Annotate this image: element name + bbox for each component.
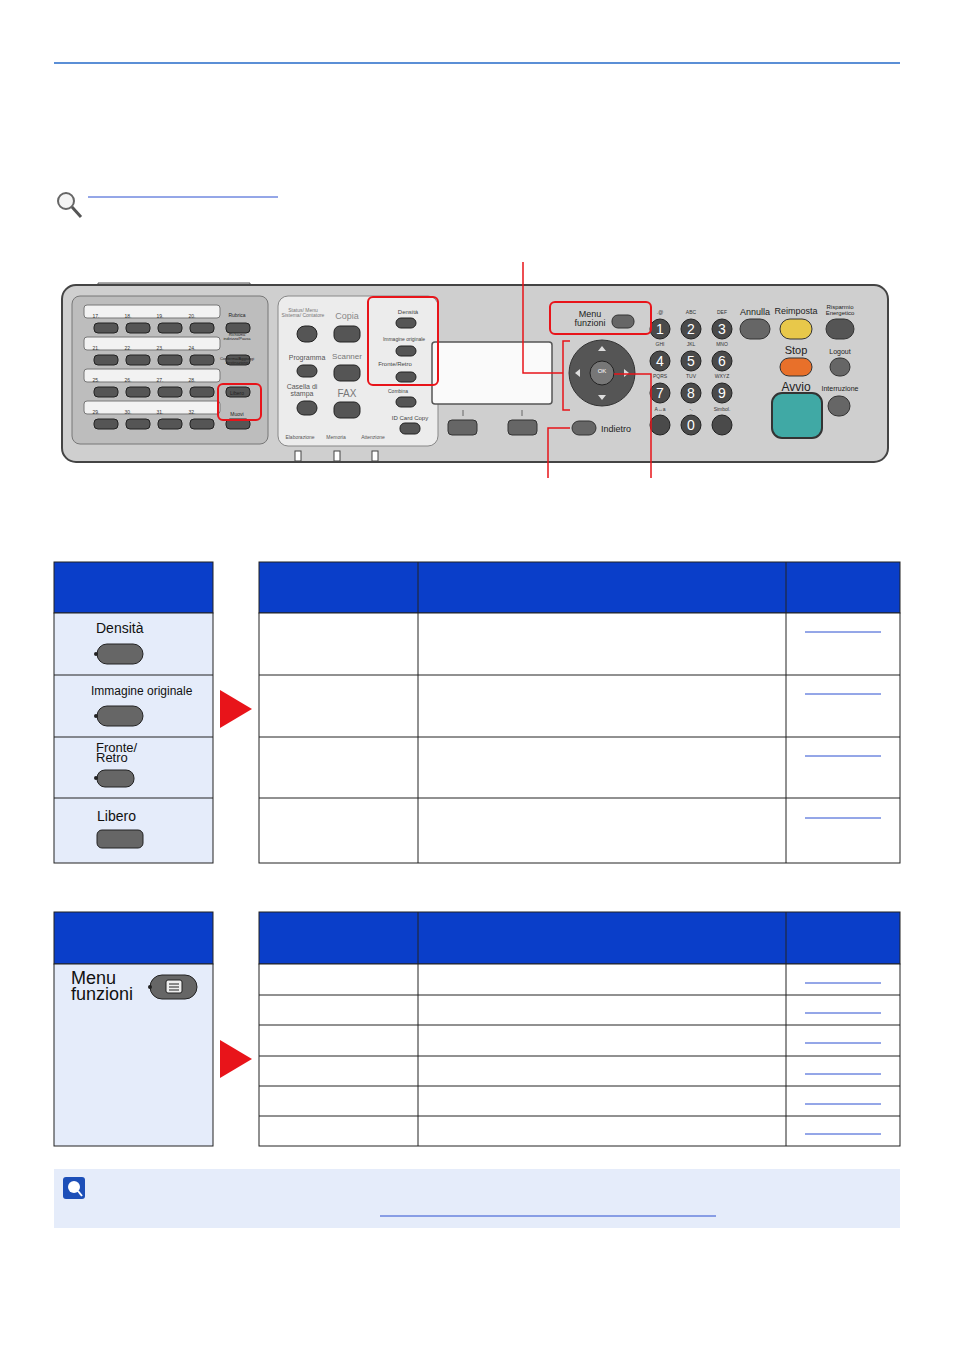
panel-label: Rubrica: [228, 313, 245, 318]
panel-label: Annulla: [740, 308, 770, 317]
panel-label: 31.: [157, 410, 164, 415]
panel-label: WXYZ: [715, 374, 729, 379]
control-panel: [62, 283, 888, 462]
panel-label: Fronte/Retro: [378, 361, 412, 367]
panel-label: TUV: [686, 374, 696, 379]
panel-label: Combina: [388, 389, 408, 394]
panel-label: Densità: [398, 309, 418, 315]
key-name: Immagine originale: [91, 684, 192, 698]
panel-label: -.: [689, 407, 692, 412]
panel-label: 9: [718, 386, 726, 400]
table-2: [54, 912, 900, 1146]
link-underlines: [805, 632, 881, 818]
button-icon: [54, 798, 213, 863]
link-underline: [88, 197, 278, 198]
panel-label: Indietro: [601, 425, 631, 434]
panel-label: Programma: [289, 354, 326, 361]
key-name: Fronte/ Retro: [96, 743, 136, 763]
panel-label: 28.: [189, 378, 196, 383]
panel-label: Elaborazione: [285, 435, 314, 440]
panel-label: FAX: [338, 389, 357, 399]
panel-label: Richiama indirizzo/Pausa: [217, 333, 257, 341]
panel-label: Status/ Menu Sistema/ Contatore: [281, 308, 325, 319]
panel-label: ID Card Copy: [392, 415, 428, 421]
key-name: Menu funzioni: [71, 970, 149, 1002]
key-cell: Immagine originale: [54, 675, 213, 737]
panel-label: Reimposta: [774, 307, 817, 316]
panel-label: 30.: [125, 410, 132, 415]
panel-label: 25.: [93, 378, 100, 383]
panel-label: JKL: [687, 342, 696, 347]
panel-label: Logout: [829, 348, 850, 355]
panel-label: 5: [687, 354, 695, 368]
panel-label: Attenzione: [361, 435, 385, 440]
table-1: [54, 562, 900, 863]
red-arrow: [220, 690, 252, 728]
panel-label: Libero: [230, 391, 244, 396]
key-cell: Densità: [54, 613, 213, 675]
panel-label: OK: [598, 368, 607, 374]
link-underlines-2: [805, 983, 881, 1134]
panel-label: Stop: [785, 345, 808, 356]
panel-label: PQRS: [653, 374, 667, 379]
panel-label: 19.: [157, 314, 164, 319]
panel-label: Menu funzioni: [568, 310, 612, 329]
panel-label: A↔a: [654, 407, 665, 412]
panel-label: 18.: [125, 314, 132, 319]
panel-label: 2: [687, 322, 695, 336]
panel-label: 1: [656, 322, 664, 336]
panel-label: 26.: [125, 378, 132, 383]
note-icon: [63, 1177, 85, 1199]
panel-label: GHI: [656, 342, 665, 347]
panel-label: 7: [656, 386, 664, 400]
panel-label: Memoria: [326, 435, 345, 440]
panel-label: .@: [657, 310, 663, 315]
panel-label: 17.: [93, 314, 100, 319]
panel-label: Scanner: [332, 353, 362, 361]
panel-label: 24.: [189, 346, 196, 351]
red-arrow: [220, 1040, 252, 1078]
note-box: [54, 1169, 900, 1228]
leader-lines: [523, 262, 651, 478]
panel-label: 0: [687, 418, 695, 432]
panel-label: 22.: [125, 346, 132, 351]
panel-label: Risparmio Energetico: [818, 304, 862, 317]
panel-label: Avvio: [781, 381, 810, 393]
panel-label: 29.: [93, 410, 100, 415]
panel-label: Conferma/Aggiungi destinazione: [217, 357, 257, 365]
key-name: Densità: [96, 620, 143, 636]
panel-label: Copia: [335, 312, 359, 321]
panel-label: ABC: [686, 310, 696, 315]
panel-label: Immagine originale: [383, 337, 425, 342]
key-cell: Menu funzioni: [54, 964, 213, 1146]
key-cell: Libero: [54, 798, 213, 863]
panel-label: 20.: [189, 314, 196, 319]
panel-label: 4: [656, 354, 664, 368]
panel-label: 21.: [93, 346, 100, 351]
header-rule: [54, 62, 900, 64]
panel-label: 27.: [157, 378, 164, 383]
panel-label: 8: [687, 386, 695, 400]
panel-label: MNO: [716, 342, 728, 347]
panel-label: 23.: [157, 346, 164, 351]
panel-label: Interruzione: [822, 385, 859, 392]
magnifier-icon: [58, 193, 81, 217]
panel-label: 6: [718, 354, 726, 368]
panel-label: 3: [718, 322, 726, 336]
panel-label: Muovi: [230, 412, 243, 417]
panel-label: 32.: [189, 410, 196, 415]
link-underline: [380, 1216, 716, 1217]
panel-label: Casella di stampa: [282, 383, 322, 398]
key-cell: Fronte/ Retro: [54, 737, 213, 798]
key-name: Libero: [97, 808, 136, 824]
panel-label: DEF: [717, 310, 727, 315]
panel-label: Simbol.: [714, 407, 731, 412]
